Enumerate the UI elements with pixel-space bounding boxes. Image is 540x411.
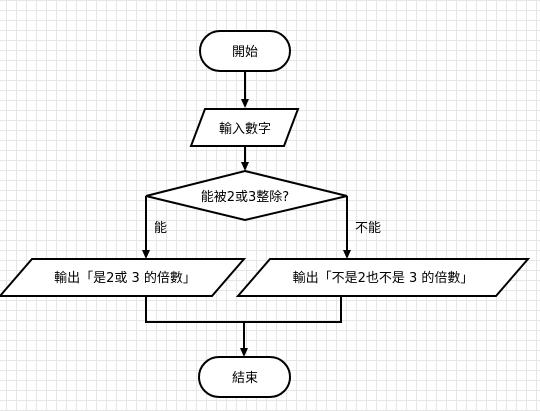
arrowhead-merge-end (240, 348, 248, 357)
input-parallelogram[interactable] (189, 108, 300, 147)
arrowhead-start-input (241, 99, 249, 108)
output-no-label: 輸出「不是2也不是 3 的倍數」 (293, 270, 474, 286)
output-no-parallelogram[interactable] (235, 258, 531, 297)
end-terminal[interactable] (198, 356, 291, 398)
no-edge-label: 不能 (355, 221, 381, 236)
arrowhead-decision-no (343, 250, 351, 259)
arrowhead-input-decision (241, 162, 249, 171)
arrowhead-decision-yes (142, 250, 150, 259)
start-label: 開始 (232, 45, 258, 60)
edge-merge (145, 296, 342, 323)
output-yes-label: 輸出「是2或 3 的倍數」 (54, 270, 196, 286)
yes-edge-label: 能 (154, 221, 167, 236)
decision-label: 能被2或3整除? (201, 190, 289, 205)
end-label: 結束 (232, 371, 258, 386)
input-label: 輸入數字 (219, 122, 271, 137)
decision-diamond[interactable] (145, 169, 348, 222)
output-yes-parallelogram[interactable] (0, 258, 247, 297)
